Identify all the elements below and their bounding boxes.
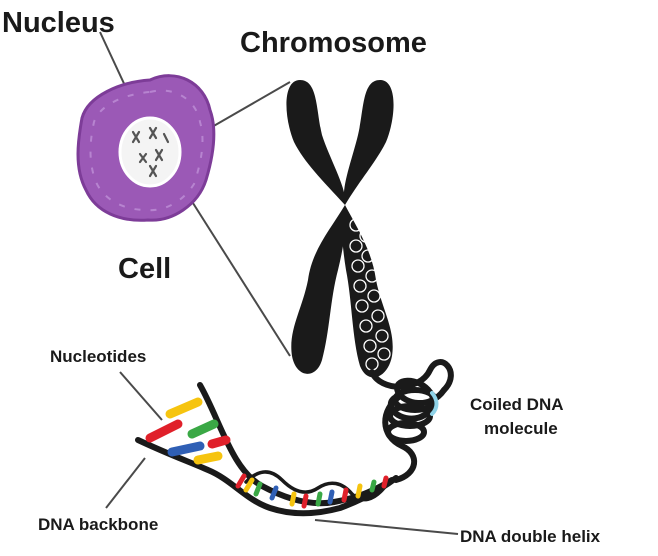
nucleotide-yellow-2 <box>193 451 223 465</box>
chromatin-loops <box>349 218 391 371</box>
label-coiled-dna-line1: Coiled DNA <box>470 395 564 414</box>
nucleotides-pointer <box>119 371 163 421</box>
nucleotide-pairs <box>145 397 389 509</box>
chromosome <box>286 80 394 378</box>
label-cell: Cell <box>118 253 171 285</box>
chromosome-upper-right-arm <box>343 80 394 205</box>
helix-pointer <box>314 519 459 535</box>
coiled-dna <box>369 359 454 483</box>
nucleotide-blue <box>167 441 205 457</box>
chromosome-lower-left-arm <box>291 205 347 374</box>
cell-inner-edge <box>89 89 204 212</box>
dna-double-helix <box>135 382 399 517</box>
label-dna-double-helix: DNA double helix <box>460 527 601 546</box>
chromosome-lower-right-arm <box>342 205 393 378</box>
labels: Nucleus Chromosome Cell Nucleotides Coil… <box>2 7 601 546</box>
nucleus-chromosomes <box>131 126 170 178</box>
chromosome-upper-left-arm <box>286 80 346 205</box>
nucleotide-yellow <box>165 397 203 419</box>
label-nucleotides: Nucleotides <box>50 347 146 366</box>
cell <box>76 74 216 222</box>
nucleotide-red <box>145 419 183 443</box>
backbone-pointer <box>105 457 146 509</box>
label-chromosome: Chromosome <box>240 27 427 59</box>
label-dna-backbone: DNA backbone <box>38 515 158 534</box>
label-nucleus: Nucleus <box>2 7 115 39</box>
nucleotide-green <box>187 419 219 439</box>
nucleotide-red-2 <box>207 435 231 449</box>
label-coiled-dna-line2: molecule <box>484 419 558 438</box>
